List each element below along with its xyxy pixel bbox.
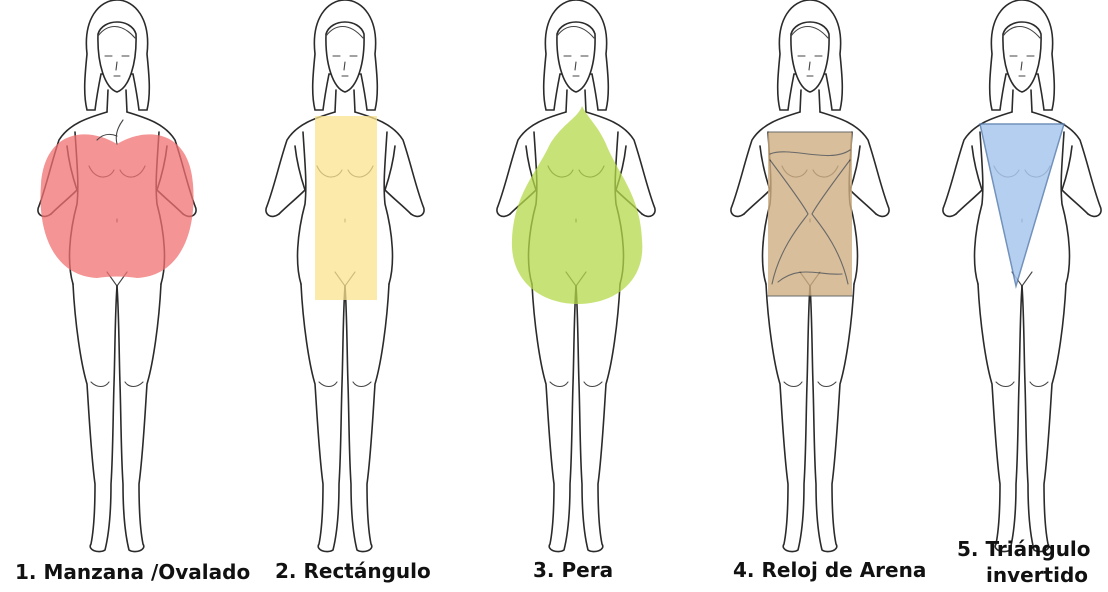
apple-shape — [40, 134, 193, 278]
figure-apple — [38, 0, 196, 552]
figure-pear — [497, 0, 655, 552]
inverted-triangle-shape — [980, 124, 1064, 286]
label-invertido: invertido — [986, 563, 1088, 587]
pear-shape — [512, 106, 642, 304]
figure-inverted-triangle — [943, 0, 1101, 552]
label-reloj-de-arena: 4. Reloj de Arena — [733, 558, 926, 582]
figure-hourglass — [731, 0, 889, 552]
label-triangulo: 5. Triángulo — [957, 537, 1091, 561]
label-manzana: 1. Manzana /Ovalado — [15, 560, 250, 584]
label-pera: 3. Pera — [533, 558, 613, 582]
label-rectangulo: 2. Rectángulo — [275, 559, 431, 583]
rectangle-shape — [315, 116, 377, 300]
figure-rectangle — [266, 0, 424, 552]
hourglass-shape — [768, 132, 852, 296]
